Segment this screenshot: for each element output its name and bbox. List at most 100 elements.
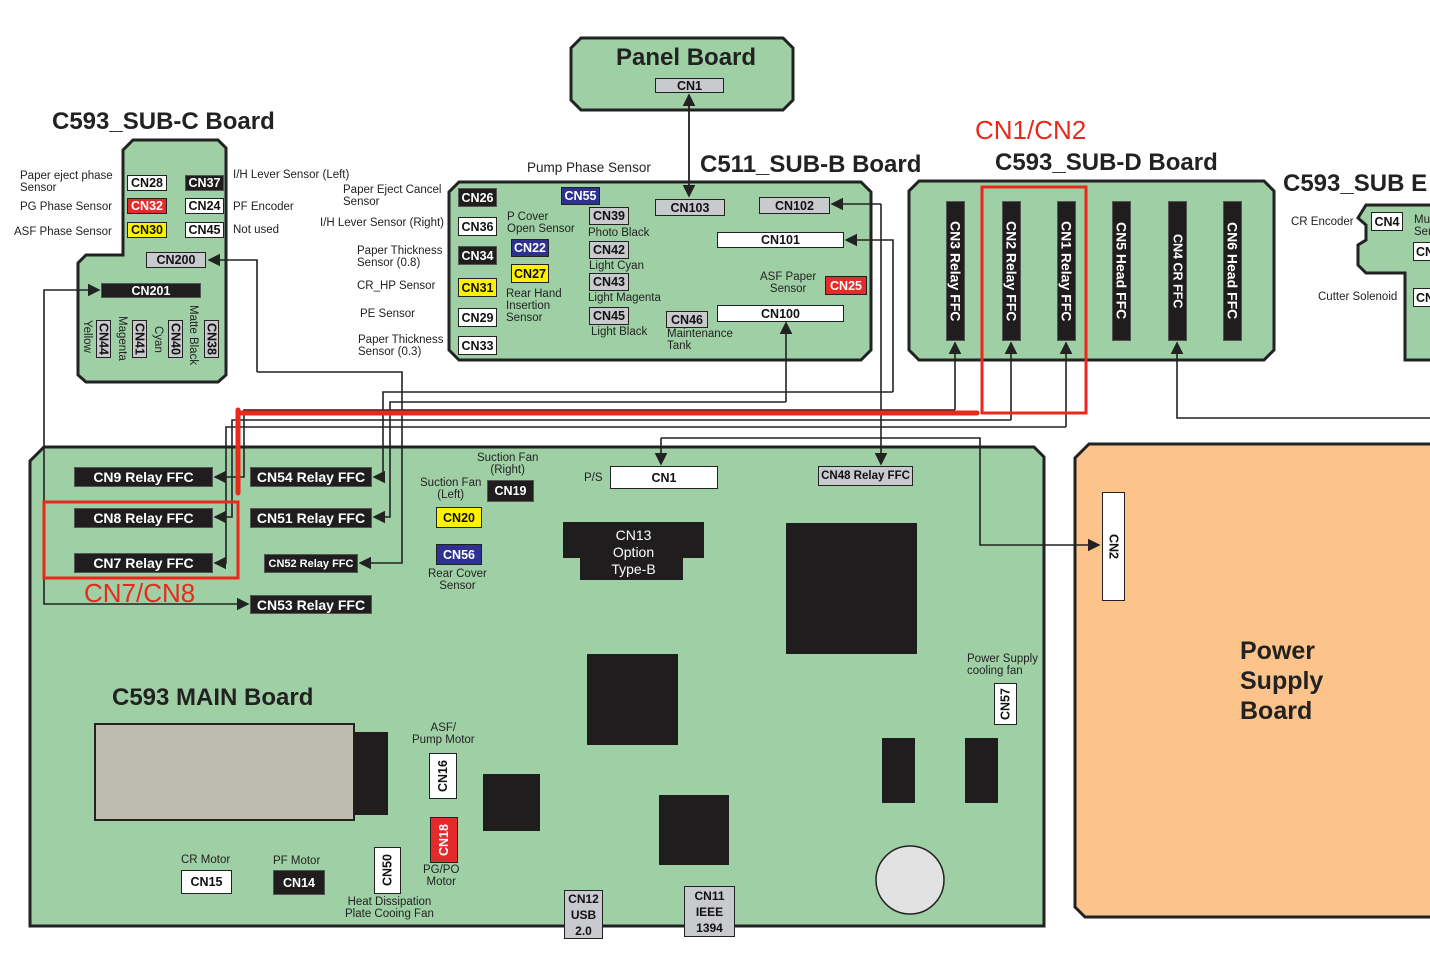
sub-b-cn27[interactable]: CN27 <box>511 264 549 283</box>
sub-b-cn101[interactable]: CN101 <box>717 232 844 248</box>
sub-b-cn43[interactable]: CN43 <box>589 273 629 291</box>
sub-b-cn46[interactable]: CN46 <box>666 311 708 328</box>
main-cn52-relay-ffc[interactable]: CN52 Relay FFC <box>264 554 358 573</box>
main-cn15[interactable]: CN15 <box>181 870 232 894</box>
label-thickness-03: Paper Thickness Sensor (0.3) <box>358 334 444 358</box>
main-cn57[interactable]: CN57 <box>994 683 1017 725</box>
sub-c-board-title: C593_SUB-C Board <box>52 108 275 135</box>
sub-c-cn40[interactable]: CN40 <box>168 320 183 358</box>
label-pf-motor: PF Motor <box>273 855 321 867</box>
label-asf-paper: ASF Paper Sensor <box>760 271 817 295</box>
sub-b-cn31[interactable]: CN31 <box>458 278 497 297</box>
sub-c-cn37[interactable]: CN37 <box>185 175 224 191</box>
sub-b-cn36[interactable]: CN36 <box>458 217 497 236</box>
sub-e-board-title: C593_SUB E <box>1283 170 1428 197</box>
sub-b-cn39[interactable]: CN39 <box>589 207 629 225</box>
panel-board-outline <box>569 36 795 112</box>
label-asf-pump-motor: ASF/ Pump Motor <box>412 722 475 746</box>
sub-b-cn45[interactable]: CN45 <box>589 307 629 325</box>
main-cn11-ieee1394[interactable]: CN11 IEEE 1394 <box>684 886 735 937</box>
main-cn9-relay-ffc[interactable]: CN9 Relay FFC <box>74 467 213 487</box>
sub-b-cn100[interactable]: CN100 <box>717 305 844 322</box>
main-chip <box>786 523 917 654</box>
main-cn53-relay-ffc[interactable]: CN53 Relay FFC <box>250 595 372 614</box>
label-cr-motor: CR Motor <box>181 854 231 866</box>
sub-c-cn201[interactable]: CN201 <box>101 283 201 298</box>
sub-b-cn29[interactable]: CN29 <box>458 308 497 327</box>
sub-c-cn200[interactable]: CN200 <box>146 252 206 268</box>
main-chip <box>587 654 678 745</box>
sub-d-cn6-head-ffc[interactable]: CN6 Head FFC <box>1223 201 1242 341</box>
main-cn19[interactable]: CN19 <box>487 480 534 502</box>
buzzer-circle <box>875 845 945 915</box>
sub-d-cn4-cr-ffc[interactable]: CN4 CR FFC <box>1168 201 1187 341</box>
label-ps-cooling-fan: Power Supply cooling fan <box>967 653 1038 677</box>
label-pump-phase: Pump Phase Sensor <box>527 160 651 175</box>
panel-board-title: Panel Board <box>616 44 757 71</box>
sub-b-cn25[interactable]: CN25 <box>825 276 867 295</box>
sub-d-cn3-relay-ffc[interactable]: CN3 Relay FFC <box>946 201 965 341</box>
main-cn20[interactable]: CN20 <box>436 507 482 528</box>
sub-c-cn41[interactable]: CN41 <box>132 320 147 358</box>
label-heat-dissipation-fan: Heat Dissipation Plate Cooing Fan <box>345 896 434 920</box>
sub-e-cn4[interactable]: CN4 <box>1371 212 1403 231</box>
power-supply-board-outline <box>1073 442 1430 919</box>
sub-b-cn42[interactable]: CN42 <box>589 241 629 259</box>
main-cn54-relay-ffc[interactable]: CN54 Relay FFC <box>250 467 372 487</box>
main-cn12-usb[interactable]: CN12 USB 2.0 <box>564 890 603 939</box>
label-pe-sensor: PE Sensor <box>360 308 415 320</box>
main-cn13-option-type-b[interactable]: CN13 Option Type-B <box>611 527 656 577</box>
label-not-used: Not used <box>233 224 280 236</box>
main-cn7-relay-ffc[interactable]: CN7 Relay FFC <box>74 553 213 573</box>
main-cn1[interactable]: CN1 <box>610 466 718 489</box>
sub-e-connector[interactable]: CN <box>1413 242 1430 261</box>
sub-c-cn45[interactable]: CN45 <box>185 222 224 238</box>
label-magenta: Magenta <box>116 316 128 361</box>
panel-cn1[interactable]: CN1 <box>655 78 724 93</box>
main-cn56[interactable]: CN56 <box>436 544 482 565</box>
sub-d-cn1-relay-ffc[interactable]: CN1 Relay FFC <box>1057 201 1076 341</box>
sub-b-cn102[interactable]: CN102 <box>759 197 830 214</box>
sub-c-cn30[interactable]: CN30 <box>127 222 167 238</box>
sub-b-cn34[interactable]: CN34 <box>458 246 497 265</box>
label-cutter-solenoid: Cutter Solenoid <box>1318 291 1398 303</box>
sub-b-cn55[interactable]: CN55 <box>561 187 600 205</box>
main-cn18[interactable]: CN18 <box>430 817 458 863</box>
sub-c-cn24[interactable]: CN24 <box>185 198 224 214</box>
label-rear-cover: Rear Cover Sensor <box>428 568 487 592</box>
sub-d-cn2-relay-ffc[interactable]: CN2 Relay FFC <box>1002 201 1021 341</box>
label-pg-phase: PG Phase Sensor <box>20 201 113 213</box>
sub-b-cn103[interactable]: CN103 <box>655 199 725 216</box>
main-cn50[interactable]: CN50 <box>374 847 401 894</box>
sub-d-cn5-head-ffc[interactable]: CN5 Head FFC <box>1112 201 1131 341</box>
sub-c-cn28[interactable]: CN28 <box>127 175 167 191</box>
label-cyan: Cyan <box>152 326 164 353</box>
highlight-box-cn7-cn8 <box>42 500 240 580</box>
label-cr-encoder: CR Encoder <box>1291 216 1354 228</box>
sub-b-cn26[interactable]: CN26 <box>458 188 497 207</box>
main-cn8-relay-ffc[interactable]: CN8 Relay FFC <box>74 508 213 528</box>
main-component <box>965 738 998 803</box>
sub-e-connector[interactable]: CN <box>1413 288 1430 307</box>
main-cn48-relay-ffc[interactable]: CN48 Relay FFC <box>818 466 913 486</box>
sub-c-cn38[interactable]: CN38 <box>204 320 219 358</box>
sub-b-cn22[interactable]: CN22 <box>511 239 549 257</box>
sub-d-board-title: C593_SUB-D Board <box>995 149 1218 176</box>
main-cn14[interactable]: CN14 <box>273 870 325 895</box>
label-yellow: Yellow <box>81 320 93 353</box>
sub-b-cn33[interactable]: CN33 <box>458 336 497 355</box>
label-suction-fan-left: Suction Fan (Left) <box>420 477 482 501</box>
label-paper-eject-cancel: Paper Eject Cancel Sensor <box>343 184 442 208</box>
sub-e-board-outline <box>1356 203 1430 362</box>
sub-c-cn32[interactable]: CN32 <box>127 198 167 214</box>
cn13-connector-bottom <box>580 557 683 580</box>
cn1-cn2-annotation: CN1/CN2 <box>975 115 1087 145</box>
sub-b-board-title: C511_SUB-B Board <box>700 151 922 178</box>
cn7-cn8-annotation: CN7/CN8 <box>84 578 196 608</box>
main-cn16[interactable]: CN16 <box>429 753 457 799</box>
sub-c-cn44[interactable]: CN44 <box>96 320 111 358</box>
main-cn51-relay-ffc[interactable]: CN51 Relay FFC <box>250 508 372 528</box>
power-cn2[interactable]: CN2 <box>1102 492 1125 601</box>
label-mu-ser: Mu Ser <box>1414 214 1430 238</box>
